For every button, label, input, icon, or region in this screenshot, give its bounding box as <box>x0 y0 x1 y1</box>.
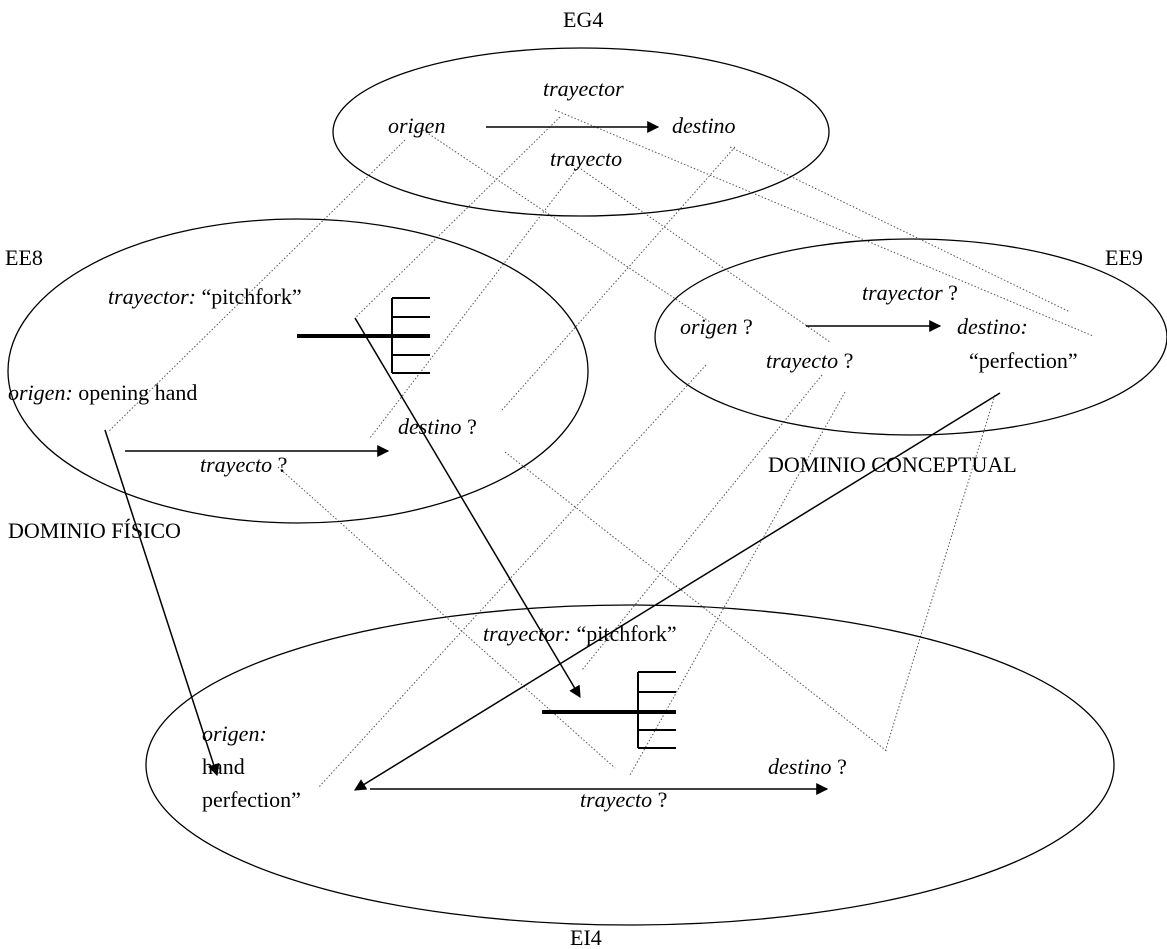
projection-line <box>354 116 561 319</box>
projection-line <box>317 364 707 789</box>
pitchfork-icon <box>542 671 676 749</box>
blend-trayecto: trayecto ? <box>580 787 667 812</box>
generic-space-label: EG4 <box>563 7 603 32</box>
physical-trayector: trayector: “pitchfork” <box>108 284 302 309</box>
pitchfork-icon <box>297 297 430 374</box>
generic-trayecto: trayecto <box>550 146 622 171</box>
blend-trayector-value: “pitchfork” <box>576 621 676 646</box>
projection-lines <box>107 109 1094 789</box>
projection-line <box>884 394 996 753</box>
blend-trayector: trayector: “pitchfork” <box>483 621 677 646</box>
conceptual-origen-q: ? <box>743 314 753 339</box>
blend-trayector-key: trayector: <box>483 621 571 646</box>
projection-line <box>577 166 831 343</box>
conceptual-trayecto-word: trayecto <box>766 348 838 373</box>
projection-line <box>504 451 889 753</box>
physical-destino-word: destino <box>398 414 462 439</box>
conceptual-trayecto-q: ? <box>844 348 854 373</box>
conceptual-space-label: EE9 <box>1105 245 1143 270</box>
blend-trayecto-q: ? <box>658 787 668 812</box>
physical-origen: origen: opening hand <box>8 380 197 405</box>
projection-arrow-destino <box>353 392 1001 791</box>
conceptual-trayector-q: ? <box>948 280 958 305</box>
blend-destino-q: ? <box>837 754 847 779</box>
conceptual-origen: origen ? <box>680 314 753 339</box>
physical-trayector-key: trayector: <box>108 284 196 309</box>
physical-trayecto: trayecto ? <box>200 452 287 477</box>
blend-trayecto-word: trayecto <box>580 787 652 812</box>
physical-trayecto-q: ? <box>278 452 288 477</box>
generic-space-ellipse <box>332 47 830 217</box>
projection-line <box>554 109 1094 337</box>
conceptual-origen-word: origen <box>680 314 737 339</box>
generic-trayector: trayector <box>543 76 624 101</box>
conceptual-trayector: trayector ? <box>862 280 958 305</box>
projection-arrow-trayector <box>354 317 581 699</box>
blend-origen-line3: perfection” <box>202 787 301 812</box>
blend-origen-line2: hand <box>202 754 245 779</box>
blend-destino: destino ? <box>768 754 847 779</box>
physical-space-label: EE8 <box>5 245 43 270</box>
conceptual-destino-key: destino: <box>957 314 1028 339</box>
projection-line <box>581 374 823 671</box>
conceptual-destino-value: “perfection” <box>969 348 1078 373</box>
generic-destino: destino <box>672 113 736 138</box>
physical-origen-key: origen: <box>8 380 73 405</box>
physical-domain-label: DOMINIO FÍSICO <box>8 518 181 543</box>
blended-space-ellipse <box>145 604 1115 926</box>
conceptual-trayector-word: trayector <box>862 280 943 305</box>
physical-destino: destino ? <box>398 414 477 439</box>
input-space-physical-ellipse <box>7 218 589 524</box>
projection-line <box>419 127 711 323</box>
input-space-conceptual-ellipse <box>654 238 1167 436</box>
conceptual-domain-label: DOMINIO CONCEPTUAL <box>768 452 1017 477</box>
projection-line <box>107 139 406 433</box>
blend-space-label: EI4 <box>570 925 602 949</box>
conceptual-trayecto: trayecto ? <box>766 348 853 373</box>
physical-trayector-value: “pitchfork” <box>201 284 301 309</box>
projection-line <box>369 166 579 439</box>
generic-origen: origen <box>388 113 445 138</box>
physical-trayecto-word: trayecto <box>200 452 272 477</box>
projection-line <box>501 146 736 411</box>
projection-line <box>629 391 846 776</box>
projection-arrow-origen <box>104 429 220 777</box>
physical-origen-value: opening hand <box>78 380 197 405</box>
blend-origen-key: origen: <box>202 721 267 746</box>
blend-destino-word: destino <box>768 754 832 779</box>
physical-destino-q: ? <box>467 414 477 439</box>
